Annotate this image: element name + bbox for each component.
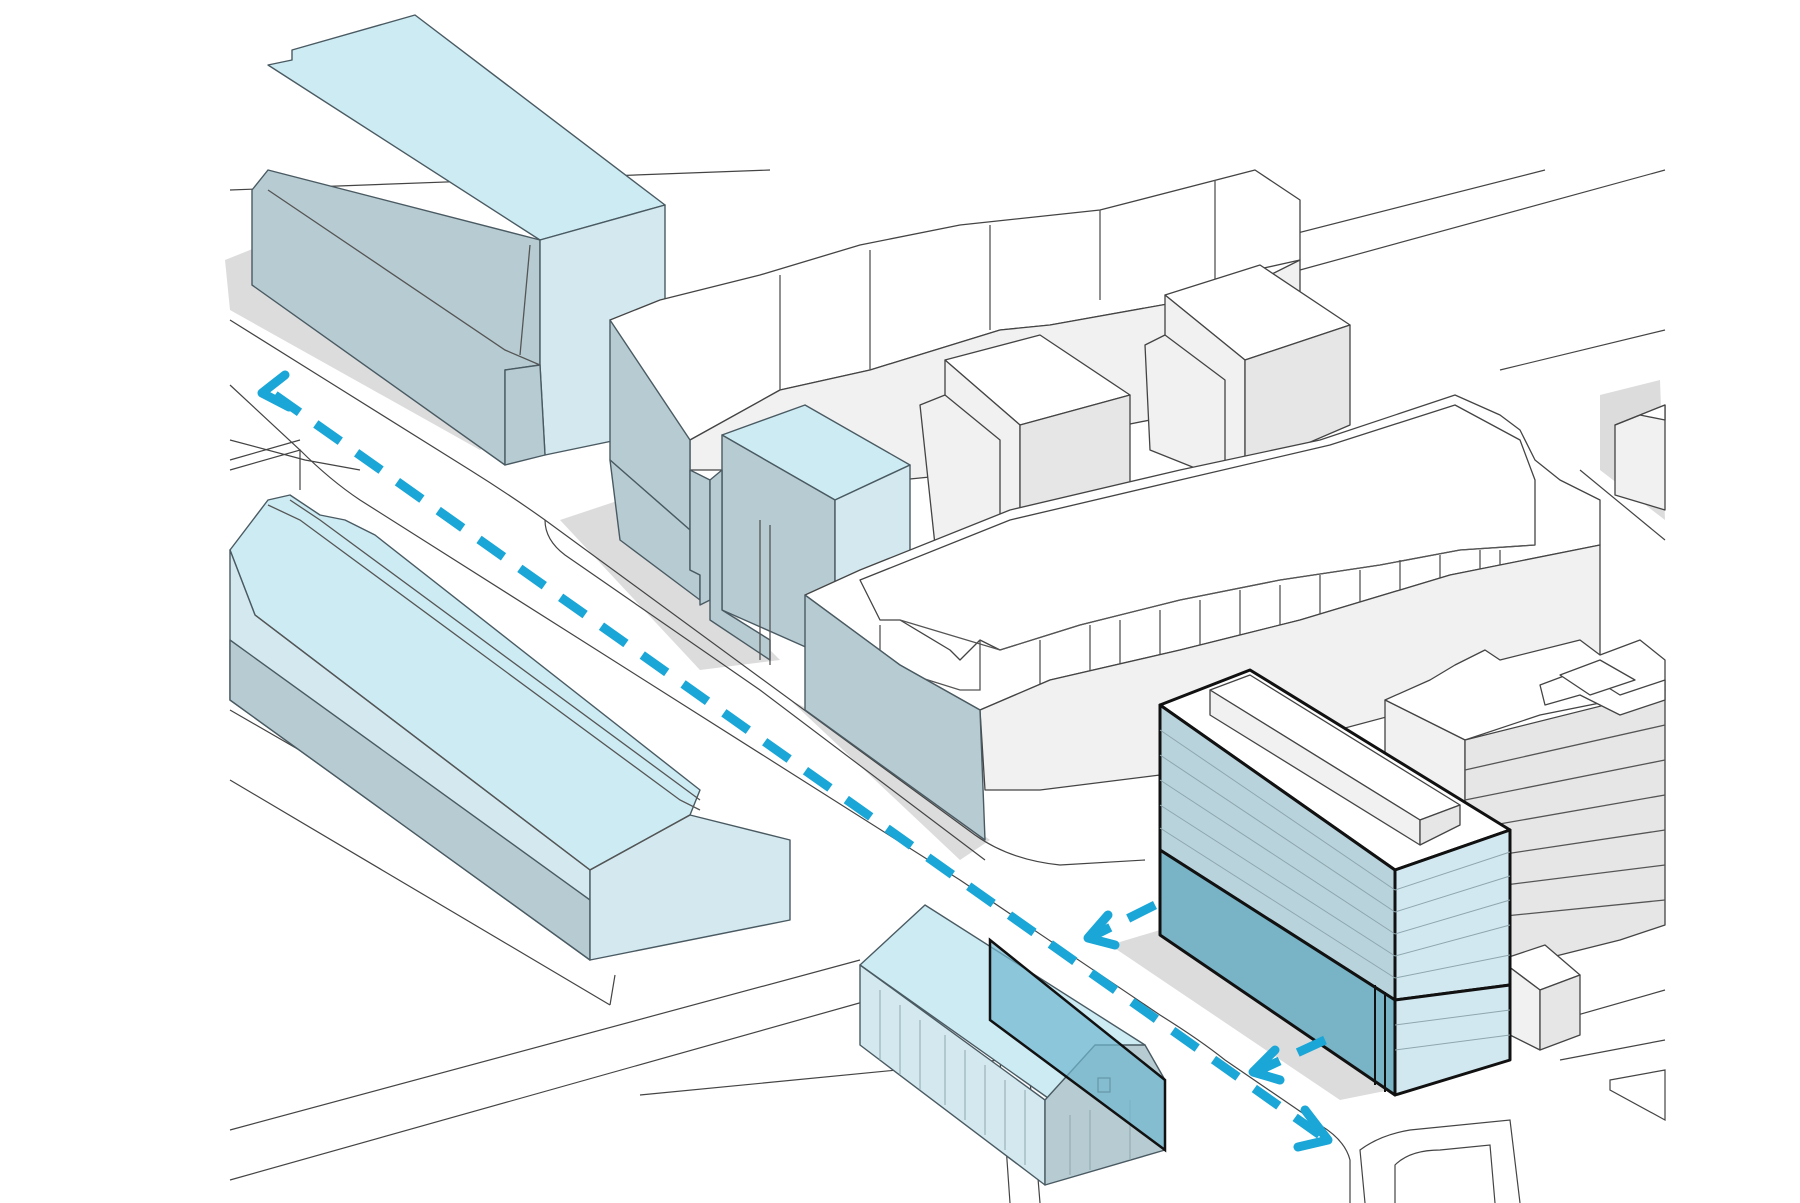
warehouse-eave-line xyxy=(254,614,691,871)
north-street-c xyxy=(1299,169,1666,271)
far-east-box-roof xyxy=(1614,404,1666,426)
northwest-building-band xyxy=(267,189,541,366)
cross-street-west-b xyxy=(229,779,611,1006)
proposed-floor-s2 xyxy=(1394,875,1511,913)
historic-building-pilasters xyxy=(879,990,1131,1175)
warehouse-ridge-line-b xyxy=(289,499,701,801)
west-plaza-edge xyxy=(229,449,301,490)
proposed-floor-3 xyxy=(1159,779,1396,935)
spur-north-arrowhead xyxy=(1083,910,1120,950)
avenue-north-edge xyxy=(229,319,1146,866)
ground-shadow-podium xyxy=(790,700,990,860)
northwest-building-notch xyxy=(504,364,546,466)
cross-street-west-a xyxy=(229,439,301,461)
proposed-floor-s4 xyxy=(1394,924,1511,957)
avenue-south-edge xyxy=(229,384,1351,1203)
proposed-building-floor-lines xyxy=(1159,729,1511,1051)
proposed-floor-s5 xyxy=(1394,954,1511,979)
context-building-south-historic xyxy=(859,904,1167,1186)
central-box-b-south-face xyxy=(1244,324,1351,471)
spur-south-dashed-line xyxy=(1258,1035,1327,1075)
proposed-floor-1 xyxy=(1159,729,1396,891)
proposed-floor-5 xyxy=(1159,827,1396,979)
proposed-building[interactable] xyxy=(1158,668,1512,1097)
cross-street-west-d xyxy=(609,974,616,1006)
north-street-d xyxy=(1499,329,1666,371)
corridor-arrowhead-southeast xyxy=(1293,1105,1333,1152)
east-building-floor-1 xyxy=(1464,724,1666,771)
rowhouse-unit-line-a xyxy=(899,544,1536,651)
context-building-west-warehouse xyxy=(229,494,791,961)
avenue-centerline-north xyxy=(229,439,361,471)
existing-buildings-central-boxes xyxy=(919,264,1351,566)
warehouse-ridge-line xyxy=(267,504,701,811)
proposed-floor-s1 xyxy=(1394,851,1511,891)
northwest-building-seam xyxy=(519,244,531,356)
podium-blue-wall xyxy=(804,594,986,841)
south-block-d xyxy=(1394,1144,1496,1203)
pedestrian-corridor xyxy=(257,370,1333,1152)
east-building-penthouse xyxy=(1559,659,1636,696)
proposed-building-base-south xyxy=(1393,983,1512,1097)
center-block-edge xyxy=(544,519,986,861)
south-street-b xyxy=(229,999,871,1181)
ground-shadow-tower xyxy=(1110,930,1390,1100)
context-building-northwest xyxy=(251,14,666,466)
east-annex-side xyxy=(1539,974,1581,1051)
proposed-building-rooftop-mech-side xyxy=(1419,804,1461,846)
proposed-base-s1 xyxy=(1394,1009,1511,1026)
proposed-base-s2 xyxy=(1394,1034,1511,1051)
historic-addition-highlight xyxy=(988,937,1167,1153)
east-street-c xyxy=(1559,1039,1666,1061)
south-street-a xyxy=(229,959,861,1131)
east-street-d xyxy=(1609,1069,1666,1122)
proposed-floor-4 xyxy=(1159,804,1396,957)
east-building-floor-2 xyxy=(1464,759,1666,801)
south-block-c xyxy=(1359,1119,1521,1203)
central-box-b-side xyxy=(1144,334,1226,481)
proposed-floor-s3 xyxy=(1394,899,1511,935)
spur-south-arrowhead xyxy=(1248,1045,1285,1085)
corridor-main-dashed-line xyxy=(272,391,1323,1139)
east-street-a xyxy=(1579,469,1666,541)
corridor-arrowhead-northwest xyxy=(257,370,294,412)
spur-north-dashed-line xyxy=(1092,900,1158,940)
existing-buildings-rowhouses xyxy=(804,394,1601,841)
proposed-floor-2 xyxy=(1159,754,1396,913)
north-street-b xyxy=(1269,169,1546,241)
